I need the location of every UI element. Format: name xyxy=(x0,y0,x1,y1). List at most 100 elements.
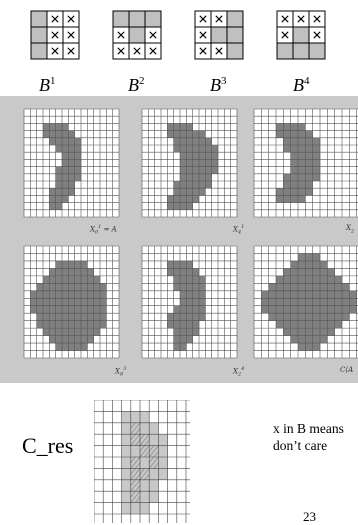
shape-cell xyxy=(180,181,187,189)
shape-cell xyxy=(305,145,313,153)
shape-cell xyxy=(276,298,284,306)
shape-cell xyxy=(199,305,206,314)
shape-cell xyxy=(55,195,63,203)
dont-care-x-icon xyxy=(117,31,125,39)
shape-cell xyxy=(192,298,200,306)
shape-cell xyxy=(298,313,306,321)
shape-cell xyxy=(68,328,75,336)
shape-cell xyxy=(327,283,335,291)
shape-cell xyxy=(283,283,291,291)
shape-cell xyxy=(283,305,291,314)
shape-cell xyxy=(55,305,63,314)
shape-cell xyxy=(43,123,50,131)
shape-cell xyxy=(283,195,291,203)
shape-cell xyxy=(283,188,291,196)
shape-cell xyxy=(68,283,75,291)
result-hatch-cell xyxy=(148,456,159,469)
foreground-cell xyxy=(30,26,48,44)
shape-cell xyxy=(334,290,343,299)
result-hatch-cell xyxy=(139,468,150,481)
shape-cell xyxy=(180,320,187,329)
shape-cell xyxy=(62,275,69,284)
shape-cell xyxy=(261,290,269,299)
shape-cell xyxy=(276,305,284,314)
shape-cell xyxy=(173,335,181,344)
shape-cell xyxy=(312,260,321,269)
shape-cell xyxy=(290,260,299,269)
shape-cell xyxy=(312,159,321,167)
shape-cell xyxy=(68,188,75,196)
shape-cell xyxy=(55,320,63,329)
shape-cell xyxy=(186,283,193,291)
shape-cell xyxy=(283,130,291,138)
shape-cell xyxy=(305,260,313,269)
shape-cell xyxy=(290,137,299,146)
shape-cell xyxy=(74,137,82,146)
shape-cell xyxy=(305,320,313,329)
shape-cell xyxy=(298,275,306,284)
shape-cell xyxy=(62,152,69,160)
result-grid-lines xyxy=(94,400,190,523)
dont-care-x-icon xyxy=(117,47,125,55)
shape-cell xyxy=(298,268,306,277)
grid-x4 xyxy=(141,108,238,218)
shape-cell xyxy=(62,305,69,314)
result-hatch-cell xyxy=(130,433,141,446)
shape-cell xyxy=(305,173,313,182)
shape-cell xyxy=(298,328,306,336)
shape-cell xyxy=(49,202,56,210)
shape-cell xyxy=(87,298,94,306)
shape-cell xyxy=(192,320,200,329)
result-hatch-cell xyxy=(130,422,141,435)
result-shape-cell xyxy=(149,479,159,492)
shape-cell xyxy=(62,328,69,336)
shape-cell xyxy=(290,188,299,196)
shape-cell xyxy=(55,137,63,146)
shape-cell xyxy=(283,137,291,146)
shape-cell xyxy=(173,195,181,203)
shape-cell xyxy=(290,145,299,153)
result-shape-cell xyxy=(158,434,168,446)
dont-care-x-icon xyxy=(51,47,59,55)
shape-cell xyxy=(180,195,187,203)
shape-cell xyxy=(173,313,181,321)
shape-cell xyxy=(173,123,181,131)
shape-cell xyxy=(74,305,82,314)
shape-cell xyxy=(81,290,88,299)
shape-cell xyxy=(320,283,328,291)
shape-cell xyxy=(305,335,313,344)
result-shape-cell xyxy=(121,445,131,458)
shape-cell xyxy=(186,313,193,321)
shape-cell xyxy=(186,181,193,189)
shape-cell xyxy=(192,268,200,277)
shape-cell xyxy=(180,313,187,321)
shape-cell xyxy=(312,275,321,284)
shape-cell xyxy=(298,173,306,182)
shape-cell xyxy=(268,290,277,299)
shape-cell xyxy=(93,290,101,299)
shape-cell xyxy=(192,313,200,321)
shape-cell xyxy=(298,123,306,131)
foreground-cell xyxy=(226,26,244,44)
shape-cell xyxy=(74,328,82,336)
shape-cell xyxy=(62,181,69,189)
shape-cell xyxy=(68,290,75,299)
shape-cell xyxy=(312,173,321,182)
foreground-cell xyxy=(112,10,130,28)
shape-cell xyxy=(74,313,82,321)
shape-cell xyxy=(199,283,206,291)
shape-cell xyxy=(173,260,181,269)
shape-cell xyxy=(49,130,56,138)
shape-cell xyxy=(320,305,328,314)
shape-cell xyxy=(55,166,63,174)
shape-cell xyxy=(81,305,88,314)
dont-care-x-icon xyxy=(51,15,59,23)
shape-cell xyxy=(55,181,63,189)
shape-cell xyxy=(43,320,50,329)
shape-cell xyxy=(180,188,187,196)
shape-cell xyxy=(192,152,200,160)
shape-cell xyxy=(192,181,200,189)
shape-cell xyxy=(68,320,75,329)
shape-cell xyxy=(68,305,75,314)
shape-cell xyxy=(167,320,174,329)
